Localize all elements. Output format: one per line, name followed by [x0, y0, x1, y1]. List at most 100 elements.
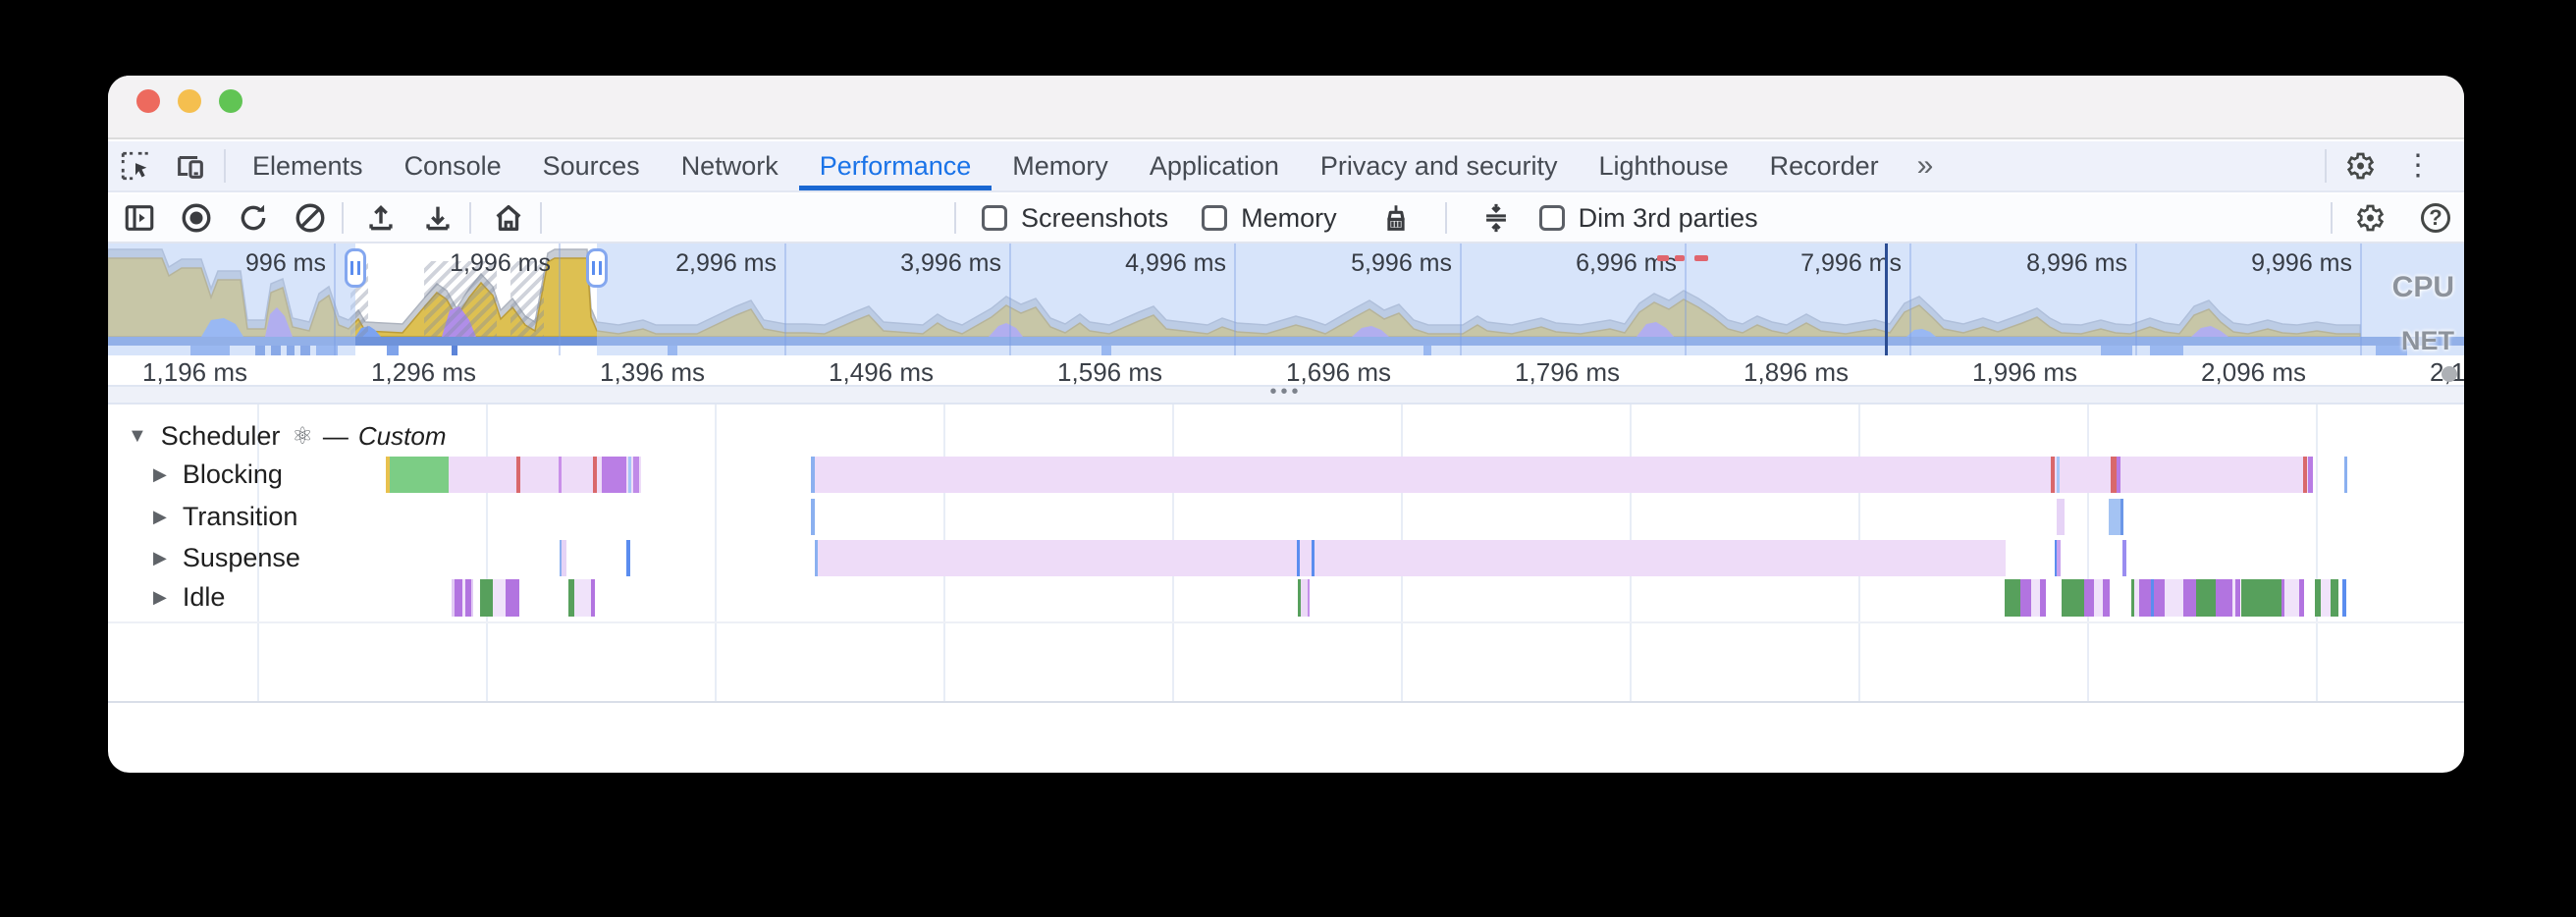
inspect-element-button[interactable] — [108, 141, 163, 190]
screenshots-checkbox[interactable]: Screenshots — [982, 203, 1168, 234]
track-event-bar[interactable] — [591, 579, 595, 617]
track-event-bar[interactable] — [2109, 499, 2120, 535]
maximize-window-button[interactable] — [219, 89, 242, 113]
track-event-bar[interactable] — [2216, 579, 2232, 617]
track-event-bar[interactable] — [2117, 457, 2120, 493]
track-event-bar[interactable] — [493, 579, 506, 617]
track-row-blocking[interactable]: ▶ Blocking — [153, 457, 283, 493]
tab-performance[interactable]: Performance — [798, 141, 993, 190]
close-window-button[interactable] — [136, 89, 160, 113]
track-event-bar[interactable] — [559, 457, 562, 493]
dim-3rd-parties-checkbox[interactable]: Dim 3rd parties — [1538, 203, 1758, 234]
track-event-bar[interactable] — [2131, 579, 2134, 617]
track-event-bar[interactable] — [2196, 579, 2216, 617]
track-event-bar[interactable] — [390, 457, 449, 493]
track-event-bar[interactable] — [2241, 579, 2281, 617]
track-event-bar[interactable] — [471, 579, 473, 617]
collapse-tracks-button[interactable] — [1471, 196, 1522, 240]
tab-lighthouse[interactable]: Lighthouse — [1598, 150, 1729, 181]
track-event-bar[interactable] — [516, 457, 520, 493]
tab-recorder[interactable]: Recorder — [1769, 150, 1879, 181]
expand-triangle-icon[interactable]: ▶ — [153, 548, 167, 567]
expand-triangle-icon[interactable]: ▶ — [153, 464, 167, 484]
expand-triangle-icon[interactable]: ▶ — [153, 587, 167, 607]
lane-idle[interactable] — [108, 579, 2464, 617]
track-event-bar[interactable] — [2331, 579, 2338, 617]
track-event-bar[interactable] — [1298, 579, 1301, 617]
track-event-bar[interactable] — [811, 457, 2313, 493]
live-metrics-button[interactable] — [483, 196, 534, 240]
track-event-bar[interactable] — [560, 540, 562, 576]
collapse-triangle-icon[interactable]: ▼ — [128, 425, 147, 447]
track-event-bar[interactable] — [2139, 579, 2151, 617]
lane-blocking[interactable] — [108, 457, 2464, 493]
track-event-bar[interactable] — [2342, 579, 2346, 617]
track-event-bar[interactable] — [2084, 579, 2094, 617]
selection-handle-right[interactable] — [586, 248, 608, 288]
track-event-bar[interactable] — [1301, 579, 1308, 617]
more-tabs-button[interactable]: » — [1900, 141, 1950, 190]
device-toolbar-button[interactable] — [163, 141, 218, 190]
panel-splitter[interactable]: ••• — [108, 382, 2464, 405]
track-event-bar[interactable] — [452, 579, 455, 617]
expand-triangle-icon[interactable]: ▶ — [153, 507, 167, 526]
track-event-bar[interactable] — [2308, 457, 2313, 493]
track-event-bar[interactable] — [2344, 457, 2347, 493]
track-event-bar[interactable] — [2321, 579, 2331, 617]
track-event-bar[interactable] — [386, 457, 390, 493]
track-event-bar[interactable] — [574, 579, 591, 617]
flame-chart-area[interactable]: ▼ Scheduler ⚛ —Custom ▶ Blocking ▶ Trans… — [108, 405, 2464, 703]
track-event-bar[interactable] — [2005, 579, 2020, 617]
track-event-bar[interactable] — [2103, 579, 2110, 617]
track-event-bar[interactable] — [2165, 579, 2183, 617]
tab-sources[interactable]: Sources — [542, 150, 640, 181]
track-event-bar[interactable] — [2040, 579, 2046, 617]
track-event-bar[interactable] — [455, 579, 462, 617]
tab-network[interactable]: Network — [680, 150, 778, 181]
clear-recording-button[interactable] — [285, 196, 336, 240]
track-event-bar[interactable] — [2057, 540, 2061, 576]
track-event-bar[interactable] — [465, 579, 471, 617]
tab-memory[interactable]: Memory — [1012, 150, 1108, 181]
toggle-sidebar-button[interactable] — [114, 196, 165, 240]
track-event-bar[interactable] — [2120, 499, 2123, 535]
tab-console[interactable]: Console — [403, 150, 502, 181]
settings-button[interactable] — [2333, 141, 2388, 190]
lane-suspense[interactable] — [108, 540, 2464, 576]
track-event-bar[interactable] — [2281, 579, 2284, 617]
track-row-transition[interactable]: ▶ Transition — [153, 499, 297, 535]
capture-settings-button[interactable] — [2344, 196, 2395, 240]
track-event-bar[interactable] — [2315, 579, 2321, 617]
save-profile-button[interactable] — [412, 196, 463, 240]
track-event-bar[interactable] — [2303, 457, 2307, 493]
track-event-bar[interactable] — [2122, 540, 2126, 576]
track-event-bar[interactable] — [2094, 579, 2103, 617]
track-event-bar[interactable] — [2062, 579, 2084, 617]
track-event-bar[interactable] — [462, 579, 465, 617]
track-event-bar[interactable] — [480, 579, 493, 617]
track-event-bar[interactable] — [2232, 579, 2235, 617]
track-row-suspense[interactable]: ▶ Suspense — [153, 540, 300, 576]
memory-checkbox[interactable]: Memory — [1202, 203, 1337, 234]
track-event-bar[interactable] — [2151, 579, 2154, 617]
track-event-bar[interactable] — [628, 457, 631, 493]
tab-elements[interactable]: Elements — [252, 150, 363, 181]
track-event-bar[interactable] — [2057, 457, 2060, 493]
track-event-bar[interactable] — [2154, 579, 2165, 617]
minimize-window-button[interactable] — [178, 89, 201, 113]
scrollbar-thumb[interactable] — [2442, 366, 2457, 382]
track-event-bar[interactable] — [593, 457, 597, 493]
record-button[interactable] — [171, 196, 222, 240]
tab-privacy-and-security[interactable]: Privacy and security — [1319, 150, 1558, 181]
track-event-bar[interactable] — [2031, 579, 2040, 617]
track-event-bar[interactable] — [568, 579, 574, 617]
track-group-scheduler[interactable]: ▼ Scheduler ⚛ —Custom — [128, 421, 446, 452]
track-event-bar[interactable] — [2020, 579, 2031, 617]
tab-application[interactable]: Application — [1149, 150, 1279, 181]
track-event-bar[interactable] — [1297, 540, 1300, 576]
track-event-bar[interactable] — [2235, 579, 2240, 617]
load-profile-button[interactable] — [355, 196, 406, 240]
track-event-bar[interactable] — [562, 540, 566, 576]
track-event-bar[interactable] — [2299, 579, 2304, 617]
